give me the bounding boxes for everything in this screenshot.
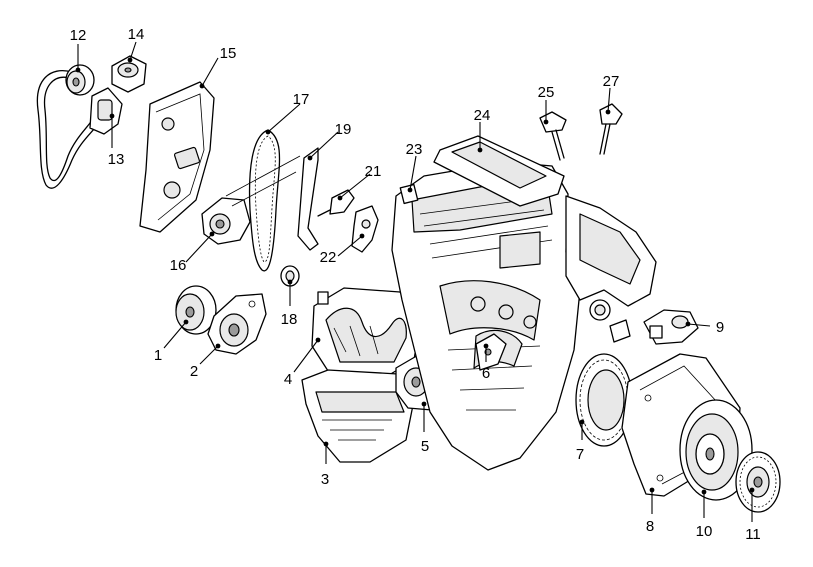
callout-4: 4 [284,371,292,388]
part-6-bracket [475,333,507,371]
callout-23: 23 [406,141,423,158]
callout-22: 22 [320,249,337,266]
callout-27: 27 [603,73,620,90]
part-14-tensioner [111,55,147,93]
part-9-thermostat-housing [643,309,699,345]
callout-5: 5 [421,438,429,455]
callout-24: 24 [474,107,491,124]
callout-18: 18 [281,311,298,328]
callout-25: 25 [538,84,555,101]
callout-15: 15 [220,45,237,62]
part-23-engine-block [391,161,581,471]
part-exhaust-manifold [565,195,657,343]
part-25-bolt [539,111,567,161]
callout-8: 8 [646,518,654,535]
leader-lines [75,41,755,522]
part-21-sensor [317,189,355,217]
callout-13: 13 [108,151,125,168]
callout-21: 21 [365,163,382,180]
callout-14: 14 [128,26,145,43]
part-4-intake-manifold [311,287,421,379]
callout-10: 10 [696,523,713,540]
part-27-bolt [599,103,623,155]
part-2-water-pump [207,293,267,355]
callout-19: 19 [335,121,352,138]
part-19-belt-guide [297,147,319,251]
part-18-idler-pulley [280,265,300,287]
callout-16: 16 [170,257,187,274]
part-16-pump-housing [201,197,251,245]
part-17-timing-belt [225,129,301,272]
part-15-timing-cover [139,81,215,233]
part-callouts: 12 14 13 15 16 17 18 19 21 22 23 24 25 2… [70,26,761,543]
callout-9: 9 [716,319,724,336]
part-22-bracket [351,205,379,253]
callout-3: 3 [321,471,329,488]
callout-1: 1 [154,347,162,364]
part-13-tensioner-bracket [89,87,123,135]
part-7-ring-gear [575,353,633,447]
part-24-cam-cover [433,135,565,207]
part-3-oil-sump [301,369,415,463]
part-10-flywheel [679,399,753,501]
part-11-clutch [735,451,781,513]
callout-6: 6 [482,365,490,382]
callout-17: 17 [293,91,310,108]
callout-11: 11 [745,526,761,543]
callout-12: 12 [70,27,87,44]
callout-2: 2 [190,363,198,380]
callout-7: 7 [576,446,584,463]
part-12-pulley [36,64,103,189]
